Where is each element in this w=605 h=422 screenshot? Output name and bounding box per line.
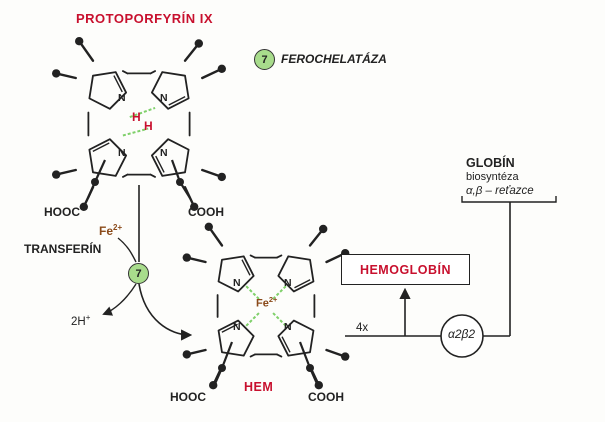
fe-center-sup: 2+ — [268, 295, 278, 304]
double-bond — [113, 75, 123, 93]
bond — [249, 353, 256, 358]
cooh-bottom-label: COOH — [308, 390, 344, 404]
substituent-dot — [319, 224, 328, 234]
substituent-dot — [176, 178, 184, 186]
pyrrole-ring — [277, 255, 315, 293]
double-bond — [92, 142, 110, 153]
bond — [122, 70, 129, 75]
arrow-to-heme — [138, 283, 193, 341]
substituent-dot — [217, 172, 226, 182]
two-h-output-arrow — [102, 283, 137, 316]
protoporphyrin-title: PROTOPORFYRÍN IX — [76, 11, 214, 26]
double-bond — [221, 323, 238, 333]
pyrrole-ring — [88, 138, 128, 177]
n-label-top-3: N — [118, 147, 126, 159]
substituent-dot — [341, 352, 350, 361]
heme-molecule — [182, 222, 350, 390]
bond — [276, 353, 283, 358]
h-label-2: H — [144, 119, 153, 133]
pyrrole-ring — [88, 71, 128, 110]
propionate-chain — [212, 341, 234, 387]
fe-center-label: Fe2+ — [256, 296, 277, 310]
n-label-bot-3: N — [233, 321, 241, 333]
bond — [276, 254, 283, 259]
enzyme-number: 7 — [261, 53, 268, 66]
cooh-top-label: COOH — [188, 205, 224, 219]
hemoglobin-label: HEMOGLOBÍN — [359, 262, 452, 277]
fe-center-base: Fe — [256, 297, 269, 310]
enzyme-7-badge: 7 — [254, 49, 275, 70]
substituent-dot — [75, 37, 84, 46]
protoporphyrin-molecule — [52, 37, 226, 211]
bond — [149, 70, 157, 75]
substituent-dot — [52, 170, 61, 179]
globin-biosynthesis: biosyntéza — [466, 171, 519, 183]
pyrrole-ring — [150, 71, 190, 110]
substituent-dot — [182, 253, 191, 262]
fe2-label: Fe2+ — [99, 223, 123, 238]
fe-n-bond — [245, 285, 261, 301]
two-h-sup: + — [85, 313, 91, 322]
globin-bracket — [461, 196, 557, 203]
reaction-arrows — [102, 185, 557, 358]
globin-chains: α,β – reťazce — [466, 185, 534, 197]
double-bond — [155, 155, 165, 173]
fe-n-bond — [271, 285, 287, 301]
substituent-dot — [306, 364, 314, 372]
h-bond — [122, 127, 149, 137]
globin-title: GLOBÍN — [466, 156, 515, 170]
hem-title: HEM — [244, 380, 274, 394]
hooc-bottom-label: HOOC — [170, 390, 206, 404]
pyrrole-ring — [277, 319, 315, 357]
double-bond — [294, 279, 311, 289]
n-label-bot-4: N — [284, 321, 292, 333]
two-h: 2H — [71, 315, 86, 328]
alpha2beta2-label: α2β2 — [448, 327, 476, 341]
substituent-dot — [52, 69, 61, 78]
n-label-bot-1: N — [233, 277, 241, 289]
h-label-1: H — [132, 110, 141, 124]
two-h-plus-label: 2H+ — [71, 314, 90, 328]
n-label-top-4: N — [160, 147, 168, 159]
double-bond — [241, 259, 251, 276]
double-bond — [281, 336, 291, 353]
pyrrole-ring — [150, 138, 190, 177]
transferin-label: TRANSFERÍN — [24, 242, 102, 256]
n-label-top-1: N — [118, 92, 126, 104]
enzyme-7-reaction-badge: 7 — [128, 263, 149, 284]
substituent-dot — [194, 39, 203, 48]
substituent-dot — [79, 202, 89, 211]
substituent-dot — [190, 202, 199, 211]
substituent-dot — [204, 222, 213, 231]
fe-n-bond — [271, 311, 287, 327]
ferochelatase-label: FEROCHELATÁZA — [281, 52, 387, 66]
enzyme-number-2: 7 — [135, 267, 142, 280]
hooc-top-label: HOOC — [44, 205, 80, 219]
substituent-dot — [217, 64, 226, 74]
bond — [122, 173, 129, 178]
double-bond — [168, 95, 186, 106]
n-label-bot-2: N — [284, 277, 292, 289]
substituent-dot — [182, 350, 191, 359]
fe-sup: 2+ — [113, 223, 123, 232]
bond — [249, 254, 256, 259]
pyrrole-ring — [217, 319, 255, 357]
fe-n-bond — [245, 311, 261, 327]
propionate-chain — [298, 341, 320, 387]
substituent-dot — [91, 178, 99, 186]
fe-base: Fe — [99, 224, 114, 238]
hemoglobin-box: HEMOGLOBÍN — [341, 254, 470, 285]
substituent-dot — [218, 364, 226, 372]
four-x-label: 4x — [356, 322, 369, 334]
n-label-top-2: N — [160, 92, 168, 104]
bond — [149, 173, 157, 178]
h-bond — [129, 106, 156, 119]
fe-input-curve — [117, 237, 137, 263]
pyrrole-ring — [217, 255, 255, 293]
